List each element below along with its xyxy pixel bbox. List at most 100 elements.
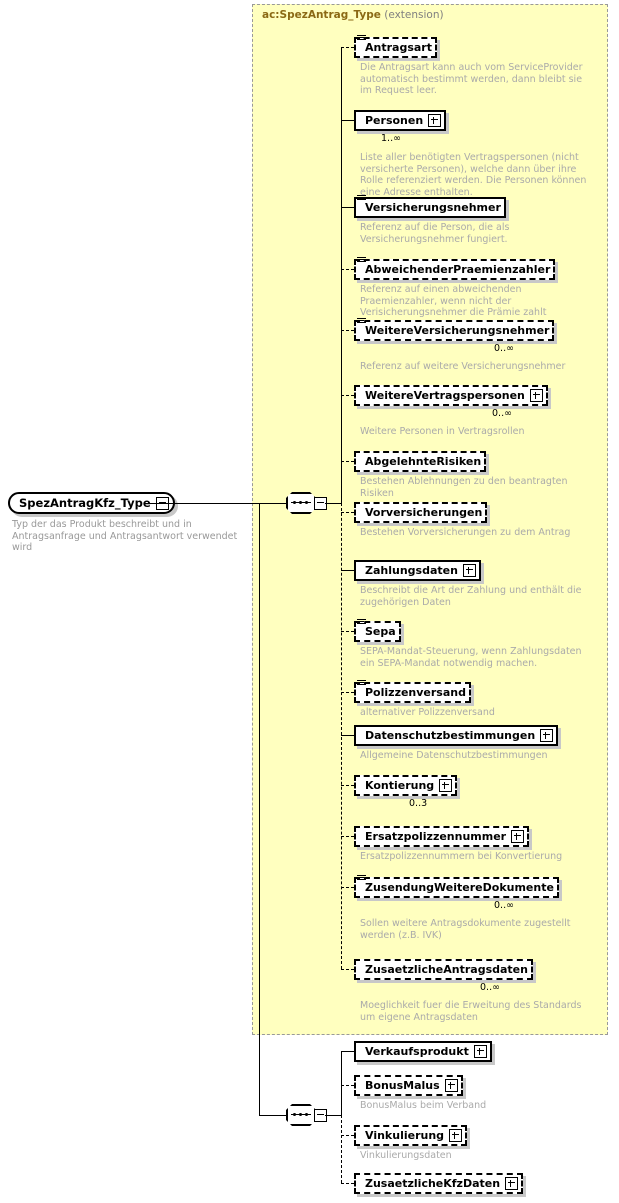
element-box-zahlungsdaten[interactable]: Zahlungsdaten (354, 560, 481, 581)
branch-line-dashed (341, 47, 354, 48)
element-box-zusaetzlicheantragsdaten[interactable]: ZusaetzlicheAntragsdaten (354, 959, 533, 980)
connector-line (147, 503, 259, 504)
connector-line (341, 47, 342, 503)
cardinality-label: 0..∞ (494, 900, 514, 911)
element-label: BonusMalus (365, 1079, 440, 1092)
element-box-personen[interactable]: Personen (354, 110, 447, 131)
element-label: Sepa (365, 625, 396, 638)
extension-group-label: ac:SpezAntrag_Type (extension) (262, 9, 444, 21)
connector-line (325, 503, 341, 504)
element-label: Datenschutzbestimmungen (365, 729, 536, 742)
element-label: ZusaetzlicheKfzDaten (365, 1177, 501, 1190)
element-label: Antragsart (365, 41, 432, 54)
element-description: Bestehen Vorversicherungen zu dem Antrag (360, 527, 571, 538)
root-type-label: SpezAntragKfz_Type (19, 496, 151, 510)
element-box-vinkulierung[interactable]: Vinkulierung (354, 1125, 468, 1146)
element-description: Moeglichkeit fuer die Erweitung des Stan… (360, 1000, 582, 1023)
extension-kind: (extension) (384, 9, 444, 21)
element-box-zusaetzlichekfzdaten[interactable]: ZusaetzlicheKfzDaten (354, 1173, 524, 1194)
element-description: Referenz auf einen abweichenden Praemien… (360, 284, 547, 318)
element-icon (357, 195, 366, 203)
cardinality-label: 0..∞ (480, 982, 500, 993)
branch-line-dashed (341, 692, 354, 693)
element-icon (357, 318, 366, 326)
element-description: Liste aller benötigten Vertragspersonen … (360, 152, 587, 198)
root-type-description: Typ der das Produkt beschreibt und in An… (12, 519, 238, 553)
branch-line-dashed (341, 461, 354, 462)
plus-icon[interactable] (462, 564, 476, 577)
element-box-bonusmalus[interactable]: BonusMalus (354, 1075, 463, 1096)
element-label: AbgelehnteRisiken (365, 455, 482, 468)
element-box-kontierung[interactable]: Kontierung (354, 775, 458, 796)
plus-icon[interactable] (529, 389, 543, 402)
element-description: Vinkulierungsdaten (360, 1150, 452, 1161)
sequence-compositor-own[interactable] (286, 1104, 327, 1129)
element-box-datenschutzbestimmungen[interactable]: Datenschutzbestimmungen (354, 725, 559, 746)
element-icon (357, 680, 366, 688)
connector-line (259, 1115, 286, 1116)
element-icon (357, 35, 366, 43)
element-icon (357, 875, 366, 883)
element-box-weitereversicherungsnehmer[interactable]: WeitereVersicherungsnehmer (354, 318, 555, 341)
branch-line-dashed (341, 631, 354, 632)
plus-icon[interactable] (473, 1045, 487, 1058)
extension-base-type: ac:SpezAntrag_Type (262, 9, 381, 21)
element-label: Vinkulierung (365, 1129, 445, 1142)
minus-icon[interactable] (314, 497, 327, 510)
element-icon (357, 257, 366, 265)
plus-icon[interactable] (428, 114, 442, 127)
branch-line-dashed (341, 887, 354, 888)
element-label: AbweichenderPraemienzahler (365, 263, 551, 276)
element-box-verkaufsprodukt[interactable]: Verkaufsprodukt (354, 1041, 492, 1062)
element-box-abweichenderpraemienzahler[interactable]: AbweichenderPraemienzahler (354, 257, 556, 280)
sequence-dots (291, 1113, 311, 1116)
cardinality-label: 0..3 (409, 798, 428, 809)
element-label: Kontierung (365, 779, 435, 792)
sequence-compositor-extension[interactable] (286, 492, 327, 517)
element-label: Versicherungsnehmer (365, 201, 501, 214)
element-description: Referenz auf die Person, die als Versich… (360, 222, 510, 245)
element-label: Vorversicherungen (365, 506, 483, 519)
element-box-ersatzpolizzennummer[interactable]: Ersatzpolizzennummer (354, 826, 530, 847)
branch-line-dashed (341, 969, 354, 970)
element-box-weiterevertragspersonen[interactable]: WeitereVertragspersonen (354, 385, 548, 406)
element-box-zusendungweiteredokumente[interactable]: ZusendungWeitereDokumente (354, 875, 559, 898)
element-description: BonusMalus beim Verband (360, 1100, 487, 1111)
branch-line (341, 120, 354, 121)
branch-line-dashed (341, 785, 354, 786)
element-description: Referenz auf weitere Versicherungsnehmer (360, 361, 566, 372)
plus-icon[interactable] (449, 1129, 463, 1142)
plus-icon[interactable] (439, 779, 453, 792)
connector-line (259, 503, 286, 504)
element-description: Sollen weitere Antragsdokumente zugestel… (360, 918, 571, 941)
element-box-abgelehnterisiken[interactable]: AbgelehnteRisiken (354, 451, 487, 472)
element-icon (357, 619, 366, 627)
element-box-sepa[interactable]: Sepa (354, 619, 401, 642)
element-label: Personen (365, 114, 424, 127)
branch-line (341, 570, 354, 571)
connector-line (341, 1051, 342, 1115)
element-label: WeitereVertragspersonen (365, 389, 525, 402)
element-box-antragsart[interactable]: Antragsart (354, 35, 437, 58)
element-description: Ersatzpolizzennummern bei Konvertierung (360, 851, 563, 862)
branch-line-dashed (341, 512, 354, 513)
element-label: Verkaufsprodukt (365, 1045, 469, 1058)
plus-icon[interactable] (540, 729, 554, 742)
branch-line-dashed (341, 1135, 354, 1136)
branch-line-dashed (341, 1085, 354, 1086)
plus-icon[interactable] (505, 1177, 519, 1190)
branch-line (341, 1051, 354, 1052)
element-label: Polizzenversand (365, 686, 466, 699)
element-description: Weitere Personen in Vertragsrollen (360, 426, 525, 437)
element-description: SEPA-Mandat-Steuerung, wenn Zahlungsdate… (360, 646, 582, 669)
element-box-versicherungsnehmer[interactable]: Versicherungsnehmer (354, 195, 506, 218)
branch-line (341, 735, 354, 736)
plus-icon[interactable] (444, 1079, 458, 1092)
element-label: ZusaetzlicheAntragsdaten (365, 963, 528, 976)
plus-icon[interactable] (511, 830, 525, 843)
element-box-vorversicherungen[interactable]: Vorversicherungen (354, 502, 488, 523)
element-box-polizzenversand[interactable]: Polizzenversand (354, 680, 471, 703)
sequence-dots (291, 501, 311, 504)
element-description: alternativer Polizzenversand (360, 707, 495, 718)
